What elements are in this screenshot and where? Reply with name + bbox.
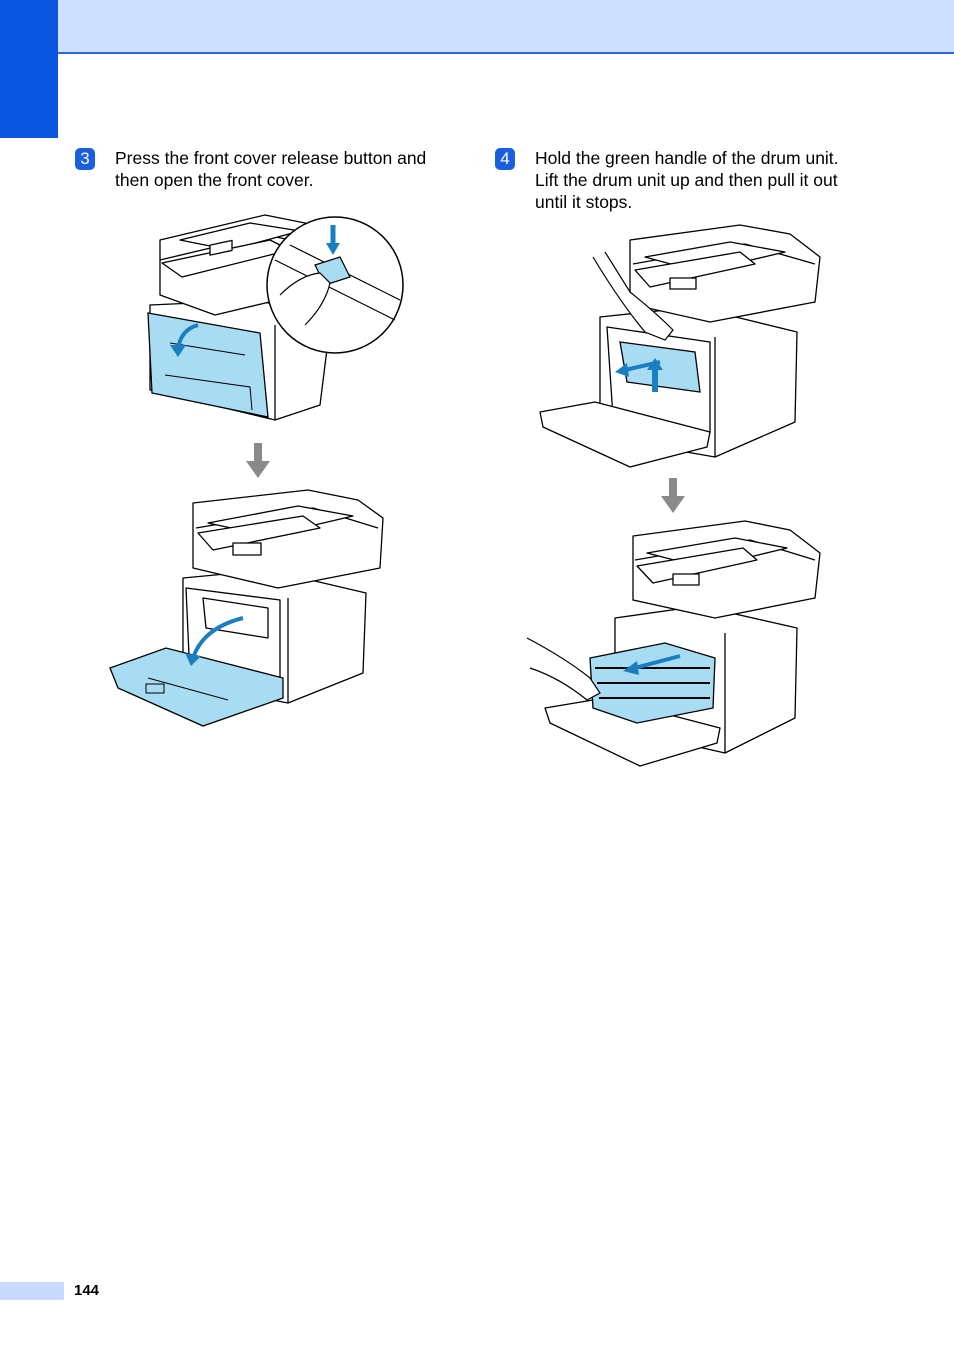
step-instruction: Hold the green handle of the drum unit. … <box>535 147 839 213</box>
down-arrow-icon <box>246 443 270 478</box>
step-text-line: Press the front cover release button and <box>115 148 427 168</box>
page-number: 144 <box>74 1282 100 1299</box>
chapter-tab <box>0 0 58 138</box>
step-text-line: until it stops. <box>535 192 633 212</box>
printer-closed-cover-illustration <box>147 214 404 421</box>
down-arrow-icon <box>661 478 685 513</box>
footer-band <box>0 1282 64 1300</box>
printer-open-cover-illustration <box>109 489 384 727</box>
printer-lift-drum-illustration <box>539 224 821 468</box>
header-band <box>0 0 954 54</box>
step-instruction: Press the front cover release button and… <box>115 147 426 191</box>
open-front-cover-highlight <box>109 647 284 727</box>
step-text-line: Hold the green handle of the drum unit. <box>535 148 839 168</box>
printer-pull-drum-illustration <box>526 520 821 767</box>
step-text-line: Lift the drum unit up and then pull it o… <box>535 170 838 190</box>
step-number-badge: 4 <box>495 148 515 170</box>
step-3: 3 Press the front cover release button a… <box>75 147 475 197</box>
step-number-badge: 3 <box>75 148 95 170</box>
front-cover-highlight <box>147 312 269 418</box>
step-4: 4 Hold the green handle of the drum unit… <box>495 147 915 217</box>
step-text-line: then open the front cover. <box>115 170 314 190</box>
